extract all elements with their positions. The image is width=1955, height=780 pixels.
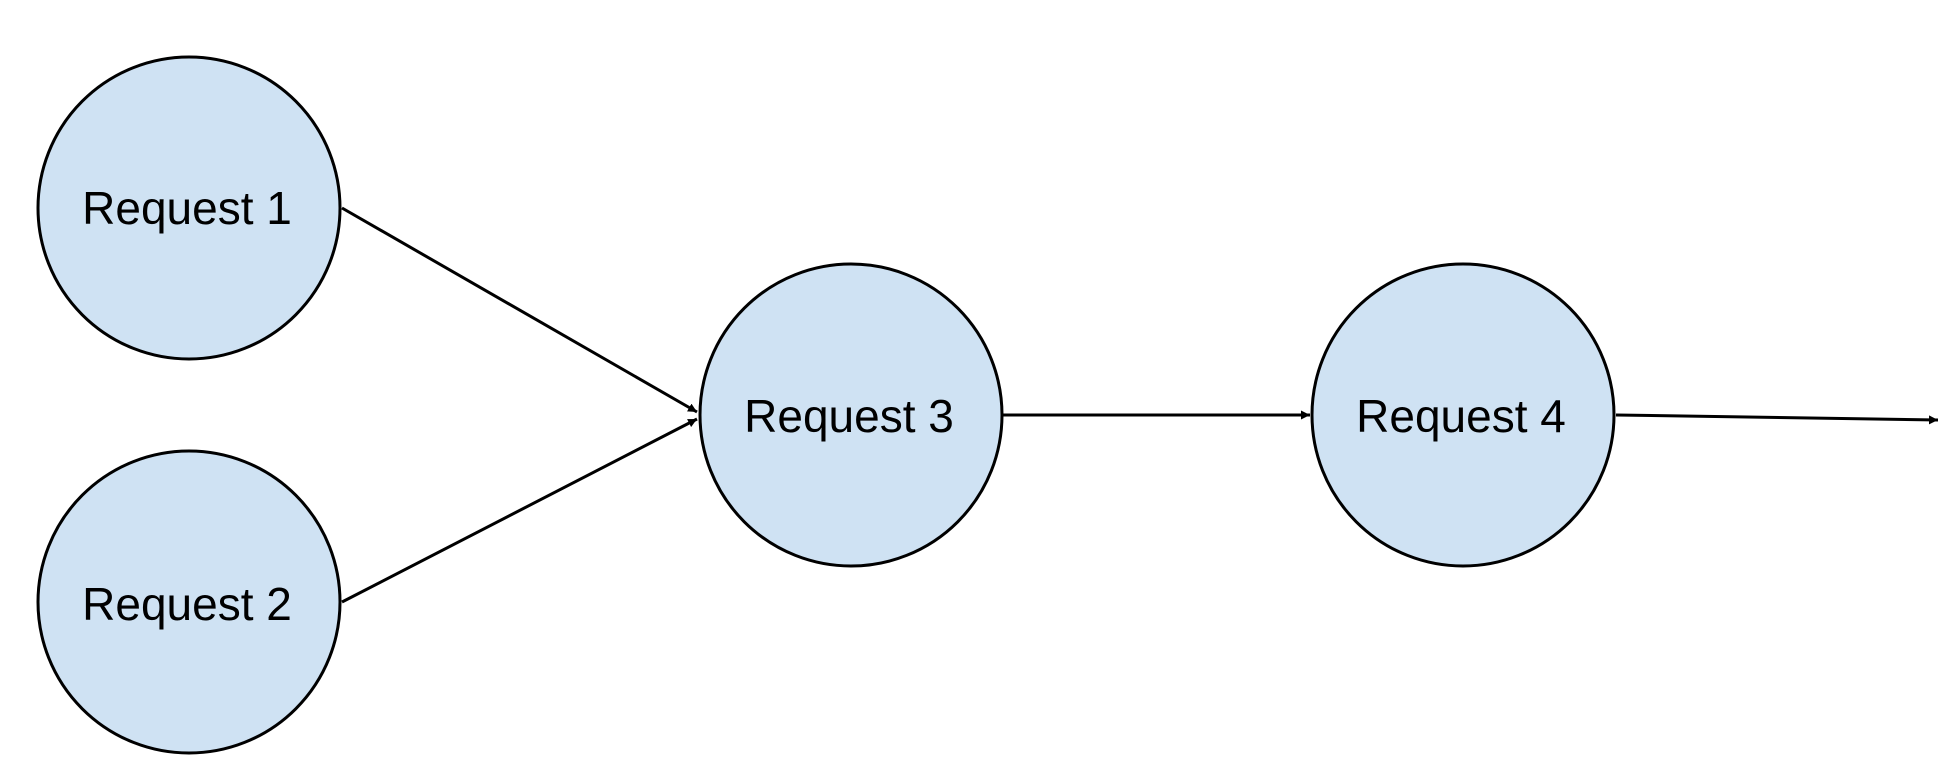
node-label: Request 1 xyxy=(82,182,292,234)
node-circle xyxy=(36,449,342,755)
edge-request-4-outgoing xyxy=(1615,413,1939,425)
node-label: Request 3 xyxy=(744,390,954,442)
node-request-3[interactable]: Request 3 xyxy=(698,262,1004,568)
edge-request-2-to-request-3 xyxy=(341,417,698,604)
node-label: Request 4 xyxy=(1356,390,1566,442)
node-request-2[interactable]: Request 2 xyxy=(36,449,342,755)
node-request-1[interactable]: Request 1 xyxy=(36,55,342,361)
node-request-4[interactable]: Request 4 xyxy=(1310,262,1616,568)
edge-request-1-to-request-3 xyxy=(341,206,698,414)
node-circle xyxy=(698,262,1004,568)
node-circle xyxy=(1310,262,1616,568)
node-label: Request 2 xyxy=(82,578,292,630)
node-circle xyxy=(36,55,342,361)
edges xyxy=(341,206,1939,604)
